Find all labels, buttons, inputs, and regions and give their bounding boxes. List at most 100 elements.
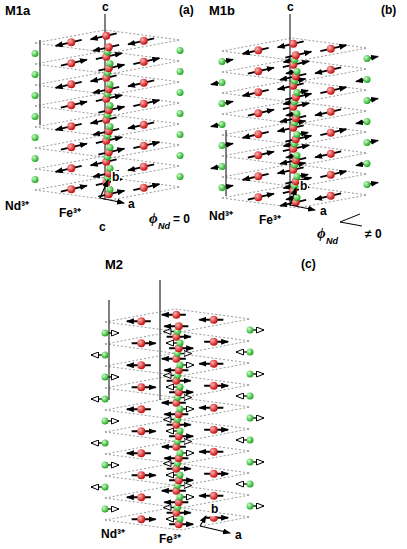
fe-atom	[254, 46, 262, 54]
cell-edge	[109, 300, 110, 400]
nd-atom	[107, 186, 114, 193]
nd-atom	[32, 155, 39, 162]
ion-label: Nd³⁺	[100, 528, 126, 541]
nd-atom	[364, 181, 371, 188]
ion-label: Fe³⁺	[158, 533, 182, 546]
fe-atom	[137, 339, 145, 347]
fe-atom	[140, 163, 148, 171]
angle-mark	[340, 222, 362, 226]
nd-atom	[32, 50, 39, 57]
nd-atom	[247, 503, 254, 510]
fe-atom	[210, 470, 218, 478]
fe-atom	[327, 171, 335, 179]
nd-atom	[219, 79, 226, 86]
fe-atom	[327, 192, 335, 200]
nd-atom	[219, 142, 226, 149]
nd-atom	[177, 516, 184, 523]
nd-atom	[102, 506, 109, 513]
nd-atom	[107, 102, 114, 109]
fe-atom	[137, 361, 145, 369]
crystal-panel	[32, 30, 184, 200]
ion-label: Nd³⁺	[208, 210, 234, 223]
fe-atom	[140, 121, 148, 129]
fe-atom	[210, 316, 218, 324]
axis-arrow	[100, 180, 108, 198]
fe-atom	[137, 427, 145, 435]
nd-atom	[219, 100, 226, 107]
nd-atom	[247, 437, 254, 444]
ion-label: Nd³⁺	[4, 200, 30, 213]
nd-atom	[177, 47, 184, 54]
nd-atom	[294, 68, 301, 75]
fe-atom	[210, 404, 218, 412]
nd-atom	[177, 428, 184, 435]
nd-atom	[177, 472, 184, 479]
angle-subscript: Nd	[325, 237, 339, 246]
nd-atom	[177, 406, 184, 413]
nd-atom	[177, 340, 184, 347]
fe-atom	[137, 471, 145, 479]
axis-label: c	[101, 1, 110, 14]
fe-atom	[140, 79, 148, 87]
fe-atom	[140, 37, 148, 45]
axis-label: b	[210, 503, 219, 516]
fe-atom	[292, 51, 300, 59]
layer-plane	[222, 38, 367, 61]
fe-atom	[254, 67, 262, 75]
nd-atom	[102, 440, 109, 447]
nd-atom	[32, 71, 39, 78]
fe-atom	[137, 449, 145, 457]
nd-atom	[177, 494, 184, 501]
fe-atom	[327, 129, 335, 137]
nd-atom	[32, 92, 39, 99]
axis-arrow	[200, 516, 206, 526]
nd-atom	[294, 89, 301, 96]
nd-atom	[364, 55, 371, 62]
fe-atom	[172, 311, 180, 319]
nd-atom	[107, 123, 114, 130]
nd-atom	[247, 349, 254, 356]
axis-arrow	[200, 526, 230, 533]
cell-edge	[160, 280, 161, 400]
ion-label: Fe³⁺	[258, 214, 282, 227]
nd-atom	[107, 81, 114, 88]
fe-atom	[210, 448, 218, 456]
fe-atom	[140, 184, 148, 192]
nd-atom	[247, 459, 254, 466]
fe-atom	[102, 32, 110, 40]
fe-atom	[210, 382, 218, 390]
fe-atom	[175, 322, 183, 330]
nd-atom	[294, 110, 301, 117]
nd-atom	[177, 384, 184, 391]
fe-atom	[140, 142, 148, 150]
nd-atom	[219, 58, 226, 65]
nd-atom	[247, 327, 254, 334]
nd-atom	[177, 131, 184, 138]
nd-atom	[177, 450, 184, 457]
fe-atom	[140, 58, 148, 66]
nd-atom	[177, 152, 184, 159]
nd-atom	[177, 362, 184, 369]
fe-atom	[67, 38, 75, 46]
angle-subscript: Nd	[157, 222, 171, 231]
fe-atom	[327, 66, 335, 74]
fe-atom	[137, 317, 145, 325]
fe-atom	[254, 151, 262, 159]
nd-atom	[294, 194, 301, 201]
axis-arrow	[290, 205, 315, 210]
nd-atom	[364, 139, 371, 146]
nd-atom	[294, 152, 301, 159]
crystal-panel	[91, 309, 264, 530]
fe-atom	[254, 193, 262, 201]
nd-atom	[247, 393, 254, 400]
fe-atom	[210, 338, 218, 346]
fe-atom	[67, 80, 75, 88]
fe-atom	[289, 40, 297, 48]
nd-atom	[32, 134, 39, 141]
nd-atom	[247, 415, 254, 422]
nd-atom	[32, 113, 39, 120]
axis-label: a	[319, 205, 328, 218]
nd-atom	[102, 352, 109, 359]
